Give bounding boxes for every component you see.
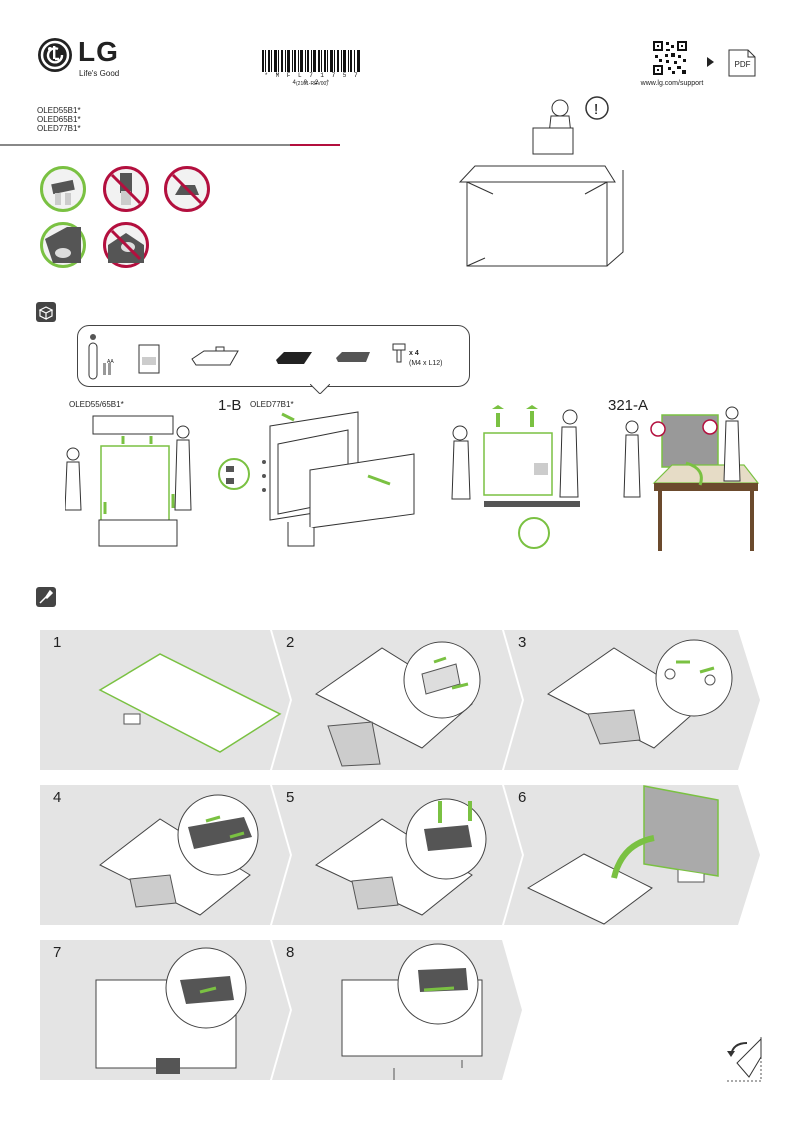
brand-name: LG [78, 36, 119, 67]
step-number: 8 [286, 944, 295, 961]
unpack-lift-illustration [65, 415, 192, 547]
barcode-icon [262, 50, 360, 72]
step-number: 4 [53, 789, 62, 806]
box-inspection-illustration: ! [458, 96, 624, 267]
step-panel [40, 940, 290, 1080]
barcode-revision: (2101-REV00) [296, 81, 328, 87]
manual-icon [138, 344, 160, 374]
step-number: 6 [518, 789, 527, 806]
step-panel [40, 630, 290, 770]
barcode-number: * M F L 7 1 7 5 7 4 0 2 * [264, 72, 360, 86]
brand-tagline: Life's Good [79, 69, 120, 78]
screw-spec: (M4 x L12) [409, 360, 443, 367]
pdf-label: PDF [734, 60, 751, 69]
support-url[interactable]: www.lg.com/support [640, 80, 704, 87]
step-number: 1 [53, 634, 62, 651]
step-panel [272, 630, 522, 770]
pdf-file-icon[interactable] [727, 48, 757, 78]
step-number: 2 [286, 634, 295, 651]
model-name: OLED65B1* [37, 115, 81, 124]
remote-icon [88, 334, 111, 380]
model-label-55-65: OLED55/65B1* [69, 400, 124, 409]
stand-body-icon [276, 352, 312, 364]
callout-tail [310, 384, 330, 394]
cable-cover-icon [336, 352, 370, 362]
divider-accent [290, 144, 340, 146]
page-turn-icon[interactable] [723, 1035, 763, 1083]
screwdriver-icon [36, 587, 56, 607]
model-label-77: OLED77B1* [250, 400, 294, 409]
touch-ok-icon [40, 222, 86, 268]
step-panel [272, 785, 522, 925]
step-panel [504, 785, 760, 925]
divider [0, 144, 290, 146]
model-name: OLED55B1* [37, 106, 81, 115]
lg-logo-icon [38, 38, 72, 72]
handle-wrong-icon [103, 166, 149, 212]
model-list: OLED55B1* OLED65B1* OLED77B1* [37, 106, 81, 133]
screw-quantity: x 4 [409, 350, 419, 357]
battery-label: AA [107, 359, 114, 365]
handle-ok-icon [40, 166, 86, 212]
step-panel [504, 630, 760, 770]
place-on-table-illustration [623, 406, 760, 551]
svg-text:!: ! [594, 101, 598, 118]
screw-icon [392, 343, 406, 363]
remove-protective-illustration [451, 405, 580, 549]
model-name: OLED77B1* [37, 124, 81, 133]
step-panel [40, 785, 290, 925]
method-label-321a: 321-A [608, 397, 649, 414]
step-number: 3 [518, 634, 527, 651]
step-panel [272, 940, 522, 1080]
stand-base-icon [191, 346, 239, 366]
unpack-77-illustration [218, 411, 415, 547]
arrow-right-icon [707, 57, 714, 67]
step-number: 7 [53, 944, 62, 961]
handle-wrong-icon [164, 166, 210, 212]
box-open-icon [36, 302, 56, 322]
qr-code-icon[interactable] [652, 40, 688, 76]
step-number: 5 [286, 789, 295, 806]
method-label-1b: 1-B [218, 397, 242, 414]
touch-wrong-icon [103, 222, 149, 268]
